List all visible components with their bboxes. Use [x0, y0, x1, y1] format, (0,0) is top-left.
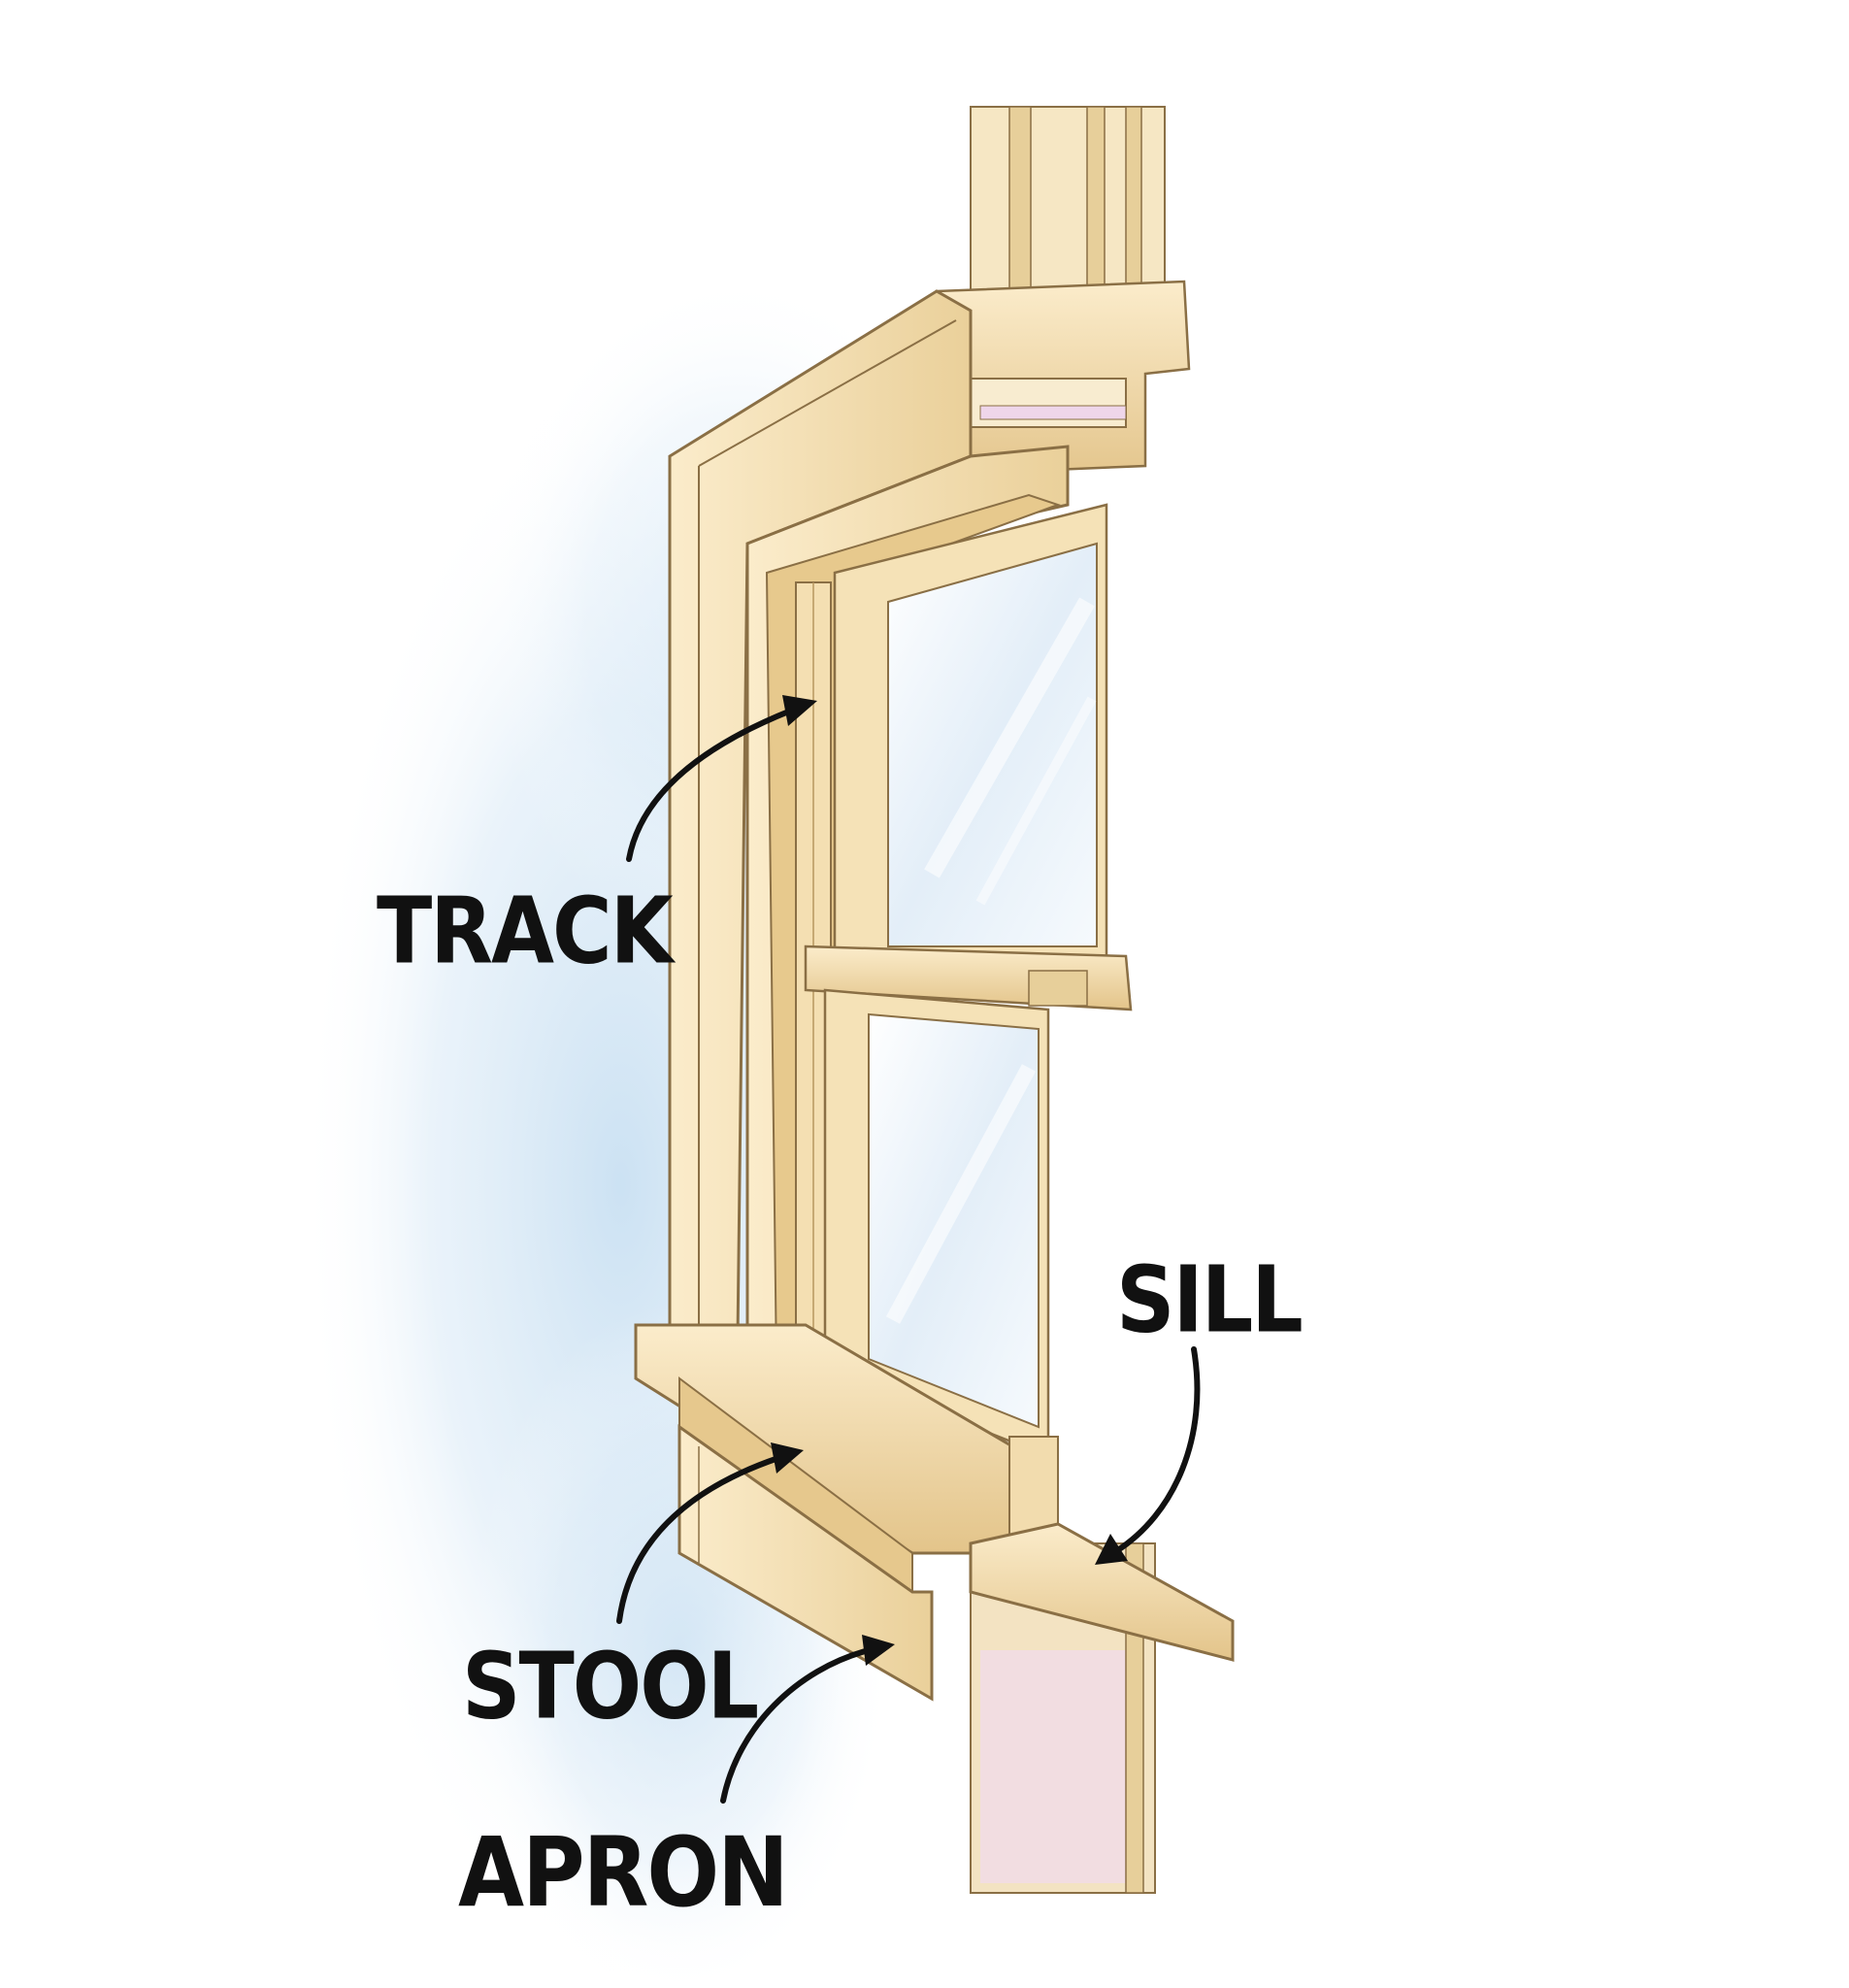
- upper-sash: [833, 503, 1108, 973]
- sill-label: SILL: [1116, 1246, 1304, 1353]
- stool-label: STOOL: [462, 1633, 759, 1740]
- leader-arrows: [616, 695, 1201, 1804]
- sill-arrow: [1113, 1346, 1201, 1554]
- sill-arrowhead: [1095, 1534, 1128, 1565]
- apron: [677, 1424, 934, 1702]
- track-arrowhead: [782, 695, 817, 726]
- sill: [969, 1522, 1235, 1662]
- meeting-rail: [804, 944, 1133, 1011]
- stool-arrowhead: [771, 1442, 804, 1474]
- apron-arrow: [720, 1647, 872, 1804]
- apron-arrowhead: [862, 1635, 895, 1666]
- track-arrow: [626, 708, 794, 862]
- lower-sash: [823, 988, 1050, 1458]
- stool-arrow: [616, 1455, 781, 1624]
- wall-section: [970, 106, 1166, 1894]
- apron-label: APRON: [458, 1816, 789, 1929]
- track-label: TRACK: [377, 878, 674, 984]
- head-jamb-section: [935, 280, 1191, 487]
